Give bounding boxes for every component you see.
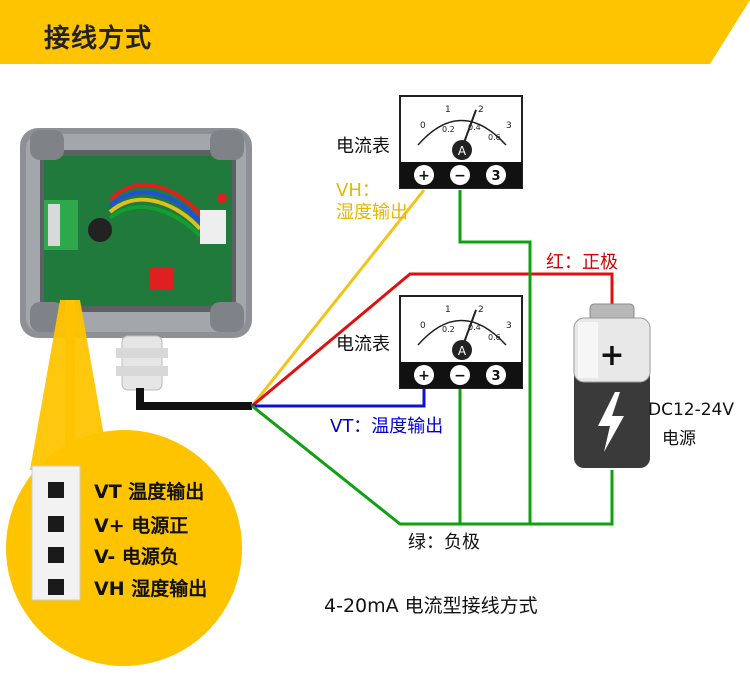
- legend-text: VT 温度输出: [94, 480, 205, 503]
- vh-wire-label-1: VH：: [336, 180, 380, 201]
- ammeter-bottom-label: 电流表: [336, 334, 390, 355]
- battery-voltage: DC12-24V: [648, 400, 734, 420]
- green-return-1: [458, 190, 532, 524]
- blue-wire: [252, 388, 426, 408]
- plus-symbol: +: [599, 338, 624, 373]
- scale-label: 0: [420, 121, 426, 131]
- ammeter-top: A 0 1 2 3 0.2 0.4 0.6 + − 3: [399, 95, 523, 189]
- range-terminal: 3: [491, 169, 500, 184]
- ammeter-top-label: 电流表: [336, 136, 390, 157]
- red-wire-label: 红：正极: [546, 252, 618, 273]
- unit-label: A: [458, 144, 467, 158]
- scale-label: 2: [478, 305, 484, 315]
- legend-item-vh: VH 湿度输出: [48, 575, 208, 600]
- main-cable: [136, 388, 252, 410]
- green-wire-label: 绿：负极: [408, 532, 480, 553]
- battery-name: 电源: [662, 429, 696, 449]
- legend-item-vt: VT 温度输出: [48, 478, 205, 503]
- terminal-square: [48, 579, 64, 595]
- battery: +: [573, 303, 651, 468]
- legend-item-vplus: V+ 电源正: [48, 512, 189, 537]
- plus-terminal: +: [418, 168, 430, 184]
- scale-label: 1: [445, 305, 451, 315]
- page-title: 接线方式: [44, 24, 153, 54]
- scale-label: 3: [506, 121, 512, 131]
- scale-label: 0: [420, 321, 426, 331]
- red-wire: [251, 272, 614, 408]
- terminal-square: [48, 482, 64, 498]
- green-wire: [251, 404, 614, 526]
- vh-wire-label-2: 湿度输出: [336, 202, 408, 223]
- plus-terminal: +: [418, 368, 430, 384]
- scale-label: 0.6: [488, 333, 501, 342]
- legend-item-vminus: V- 电源负: [48, 543, 179, 568]
- minus-terminal: −: [454, 168, 466, 184]
- unit-label: A: [458, 344, 467, 358]
- scale-label: 0.2: [442, 125, 455, 134]
- scale-label: 0.2: [442, 325, 455, 334]
- range-terminal: 3: [491, 369, 500, 384]
- vt-wire-label: VT：温度输出: [330, 416, 444, 437]
- scale-label: 2: [478, 105, 484, 115]
- terminal-square: [48, 516, 64, 532]
- diagram-caption: 4-20mA 电流型接线方式: [324, 595, 538, 617]
- minus-terminal: −: [454, 368, 466, 384]
- scale-label: 3: [506, 321, 512, 331]
- wires: [250, 189, 614, 526]
- sensor-device: [20, 128, 252, 391]
- title-banner: [0, 0, 750, 64]
- scale-label: 1: [445, 105, 451, 115]
- scale-label: 0.6: [488, 133, 501, 142]
- scale-label: 0.4: [468, 123, 481, 132]
- legend-text: V- 电源负: [94, 545, 179, 568]
- lightning-icon: [598, 392, 624, 452]
- yellow-wire: [250, 189, 426, 407]
- legend-text: VH 湿度输出: [94, 577, 208, 600]
- scale-label: 0.4: [468, 323, 481, 332]
- ammeter-bottom: A 0 1 2 3 0.2 0.4 0.6 + − 3: [399, 295, 523, 389]
- legend-text: V+ 电源正: [94, 514, 189, 537]
- terminal-square: [48, 547, 64, 563]
